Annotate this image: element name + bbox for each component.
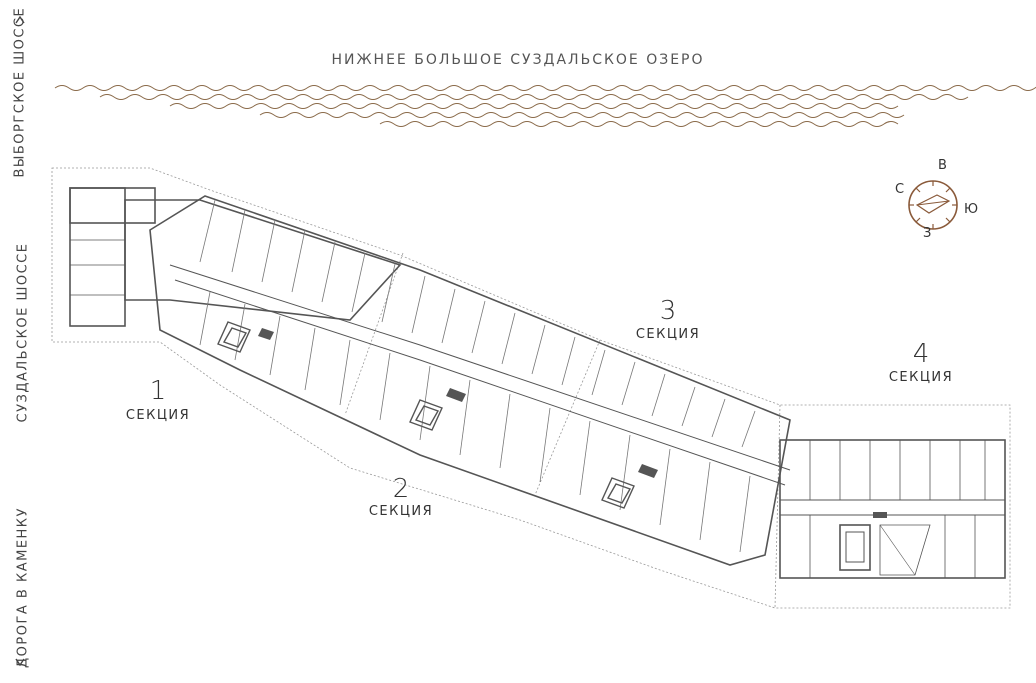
lake-waves-icon — [54, 85, 1036, 127]
stair-cores — [217, 321, 635, 509]
unit-partitions — [199, 199, 756, 553]
section-3-number: 3 — [659, 296, 677, 326]
section-4-number: 4 — [912, 339, 930, 369]
elevator-block — [873, 512, 887, 518]
section-1-label: СЕКЦИЯ — [125, 408, 191, 423]
section-2-number: 2 — [392, 474, 410, 504]
compass-south: Ю — [964, 202, 979, 217]
section-2-label: СЕКЦИЯ — [368, 504, 434, 519]
section-4-label: СЕКЦИЯ — [888, 370, 954, 385]
section-4-plan — [779, 439, 1006, 579]
compass-north: С — [895, 182, 905, 197]
section-1-number: 1 — [149, 376, 167, 406]
section-3-label: СЕКЦИЯ — [635, 327, 701, 342]
compass-west: З — [923, 226, 932, 241]
lake-title: НИЖНЕЕ БОЛЬШОЕ СУЗДАЛЬСКОЕ ОЗЕРО — [331, 52, 705, 68]
section-boundaries — [51, 167, 1011, 609]
main-building-plan — [149, 195, 791, 566]
compass-east: В — [938, 158, 947, 173]
compass-icon — [908, 180, 958, 230]
chevron-up-icon — [15, 15, 25, 24]
chevron-down-icon — [15, 658, 25, 667]
elevator-blocks — [258, 328, 658, 478]
